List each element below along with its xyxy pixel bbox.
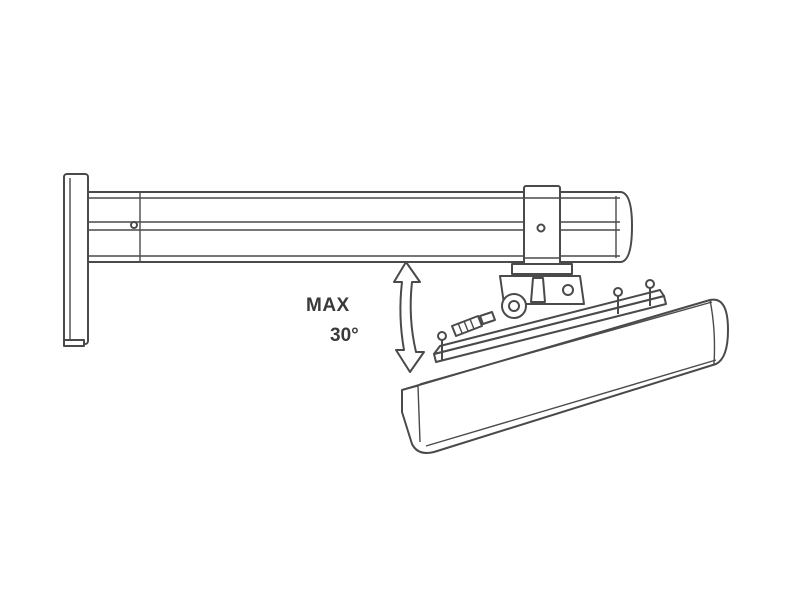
mounting-plate-bolts	[437, 279, 655, 360]
projector-mounting-plate	[433, 289, 667, 363]
inner-tube-screw	[130, 221, 138, 229]
max-tilt-degrees: 30°	[330, 325, 359, 346]
tilt-range-arrow	[393, 261, 425, 373]
tilt-lock-screw	[451, 311, 496, 337]
max-tilt-label: MAX	[306, 295, 350, 316]
tilt-head-bracket	[499, 263, 585, 319]
wall-plate	[63, 173, 89, 347]
projector	[401, 298, 729, 454]
arm-clamp-collar	[523, 185, 561, 271]
